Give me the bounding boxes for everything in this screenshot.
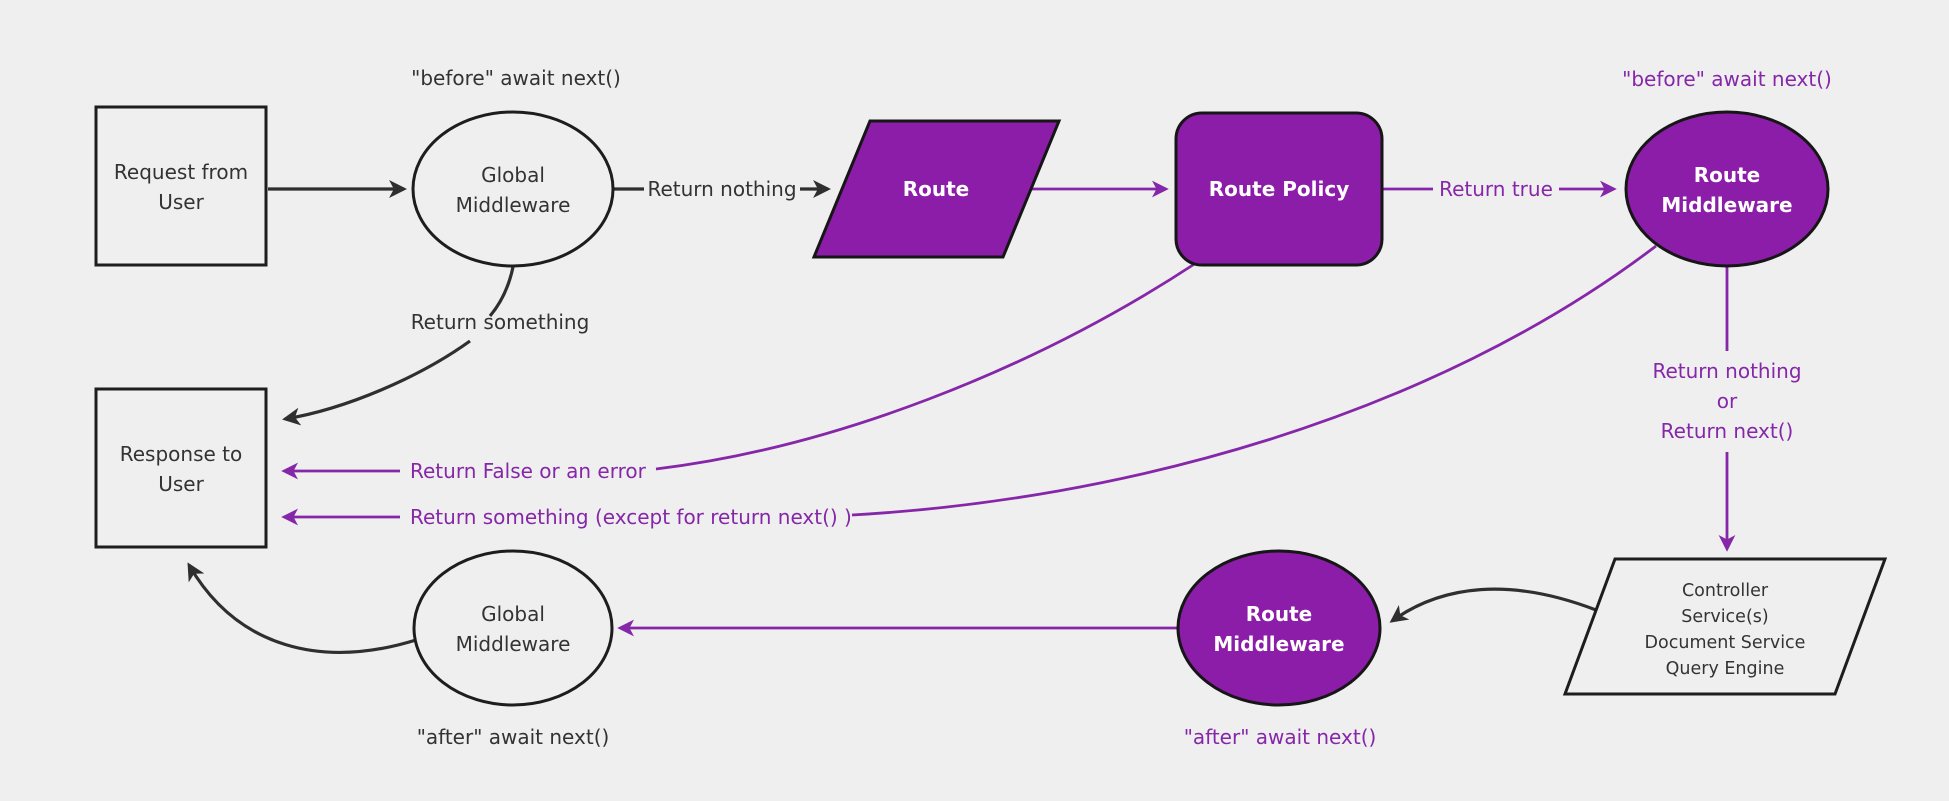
request-from-user-label-line1: Request from xyxy=(114,160,248,184)
label-return-false-error: Return False or an error xyxy=(410,459,647,483)
node-route-policy: Route Policy xyxy=(1174,111,1384,267)
global-middleware-top-label-line1: Global xyxy=(481,163,545,187)
route-middleware-top-label-line1: Route xyxy=(1694,163,1761,187)
label-return-nothing: Return nothing xyxy=(647,177,796,201)
global-middleware-bottom-label-line1: Global xyxy=(481,602,545,626)
node-global-middleware-bottom: Global Middleware xyxy=(412,549,614,707)
route-shape xyxy=(811,119,1062,259)
edge-global-return-something-segment-1 xyxy=(488,266,515,318)
global-middleware-top-label-line2: Middleware xyxy=(456,193,571,217)
global-middleware-top-shape xyxy=(411,110,615,268)
request-from-user-shape xyxy=(94,105,268,267)
controller-services-label-line3: Document Service xyxy=(1645,633,1806,653)
global-middleware-bottom-shape xyxy=(412,549,614,707)
route-label: Route xyxy=(903,177,970,201)
label-before-await-global: "before" await next() xyxy=(411,66,621,90)
node-route-middleware-top: Route Middleware xyxy=(1624,110,1830,268)
edge-global-return-something-segment-2 xyxy=(282,339,471,426)
label-return-something: Return something xyxy=(411,310,590,334)
node-route-middleware-bottom: Route Middleware xyxy=(1176,549,1382,707)
edge-global-middleware-to-response xyxy=(187,562,417,654)
request-from-user-label-line2: User xyxy=(158,190,204,214)
route-middleware-top-shape xyxy=(1624,110,1830,268)
route-middleware-bottom-label-line2: Middleware xyxy=(1213,632,1344,656)
label-return-something-except: Return something (except for return next… xyxy=(410,505,852,529)
route-middleware-top-label-line2: Middleware xyxy=(1661,193,1792,217)
global-middleware-bottom-label-line2: Middleware xyxy=(456,632,571,656)
controller-services-shape xyxy=(1562,557,1888,696)
controller-services-label-line1: Controller xyxy=(1682,581,1769,601)
label-after-await-global: "after" await next() xyxy=(417,725,610,749)
node-global-middleware-top: Global Middleware xyxy=(411,110,615,268)
label-after-await-route: "after" await next() xyxy=(1184,725,1377,749)
edge-controller-to-route-middleware-bottom xyxy=(1389,587,1597,623)
route-policy-shape xyxy=(1174,111,1384,267)
label-before-await-route: "before" await next() xyxy=(1622,67,1832,91)
response-to-user-label-line1: Response to xyxy=(120,442,243,466)
label-return-nothing-or-line3: Return next() xyxy=(1661,419,1794,443)
route-middleware-bottom-shape xyxy=(1176,549,1382,707)
response-to-user-label-line2: User xyxy=(158,472,204,496)
label-return-nothing-or-line1: Return nothing xyxy=(1652,359,1801,383)
response-to-user-shape xyxy=(94,387,268,549)
label-return-true: Return true xyxy=(1439,177,1553,201)
node-route: Route xyxy=(811,119,1062,259)
label-return-nothing-or-line2: or xyxy=(1717,389,1738,413)
edge-route-middleware-return-something-curve xyxy=(851,244,1657,517)
node-controller-services: Controller Service(s) Document Service Q… xyxy=(1562,557,1888,696)
node-response-to-user: Response to User xyxy=(94,387,268,549)
edge-policy-return-false-curve xyxy=(655,261,1197,471)
route-policy-label: Route Policy xyxy=(1209,177,1349,201)
controller-services-label-line4: Query Engine xyxy=(1666,659,1785,679)
node-request-from-user: Request from User xyxy=(94,105,268,267)
route-middleware-bottom-label-line1: Route xyxy=(1246,602,1313,626)
controller-services-label-line2: Service(s) xyxy=(1681,607,1768,627)
